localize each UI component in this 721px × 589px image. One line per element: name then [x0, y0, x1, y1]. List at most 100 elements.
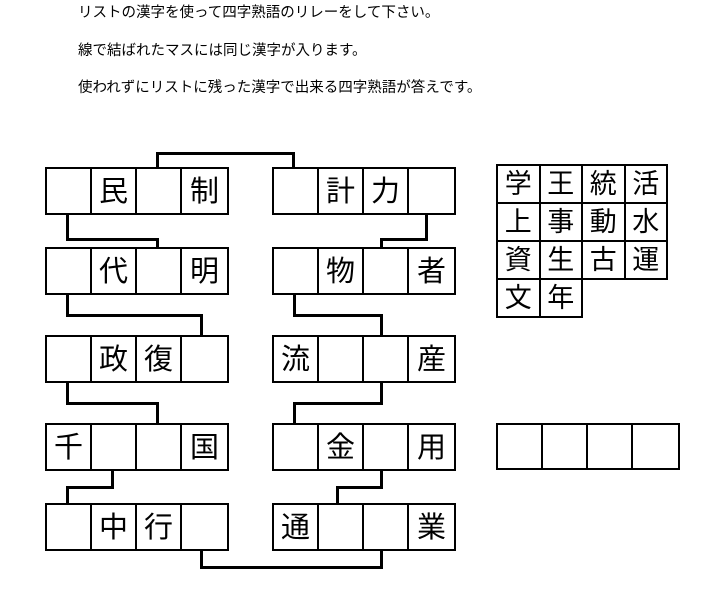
kanji-list-row-4: 文 年 [498, 280, 668, 318]
answer-cell-2[interactable] [543, 425, 588, 468]
connector-r4c3-down [380, 467, 383, 489]
connector-r2c3-up [380, 238, 383, 247]
right-r5-c4[interactable]: 業 [409, 505, 454, 549]
kanji-list-r4-c2[interactable]: 年 [540, 280, 584, 318]
kanji-list-r3-c2[interactable]: 生 [540, 242, 583, 280]
left-r2-c2[interactable]: 代 [92, 249, 137, 293]
kanji-list-r3-c3[interactable]: 古 [583, 242, 626, 280]
right-r4-c4[interactable]: 用 [409, 425, 454, 469]
right-grid-row-3: 流 産 [272, 335, 456, 383]
right-r1-c2[interactable]: 計 [319, 169, 364, 213]
connector-l5c1-up [66, 486, 69, 503]
right-r5-c2[interactable] [319, 505, 364, 549]
left-r4-c1[interactable]: 千 [47, 425, 92, 469]
right-r1-c3[interactable]: 力 [364, 169, 409, 213]
kanji-list-r3-c1[interactable]: 資 [498, 242, 541, 280]
connector-right1cell1-up [292, 152, 295, 167]
connector-r2c1-down [293, 291, 296, 317]
connector-r4c3-across [336, 486, 383, 489]
left-grid-row-5: 中 行 [45, 503, 229, 551]
right-r1-c1[interactable] [274, 169, 319, 213]
connector-l4c3-up [156, 402, 159, 423]
left-r3-c4[interactable] [182, 337, 227, 381]
answer-cell-1[interactable] [498, 425, 543, 468]
connector-r5c3-down [380, 547, 383, 569]
answer-cell-3[interactable] [588, 425, 633, 468]
right-grid-row-4: 金 用 [272, 423, 456, 471]
kanji-list-r2-c1[interactable]: 上 [498, 204, 541, 242]
instruction-line-2: 線で結ばれたマスには同じ漢字が入ります。 [78, 42, 367, 59]
right-r3-c2[interactable] [319, 337, 364, 381]
right-r4-c3[interactable] [364, 425, 409, 469]
connector-l5c4-down [200, 547, 203, 569]
kanji-list-r4-c4-empty [626, 280, 668, 318]
kanji-list-row-2: 上 事 動 水 [498, 204, 668, 242]
kanji-list-row-1: 学 王 統 活 [498, 166, 668, 204]
left-r2-c4[interactable]: 明 [182, 249, 227, 293]
instruction-line-1: リストの漢字を使って四字熟語のリレーをして下さい。 [78, 5, 440, 21]
right-r2-c3[interactable] [364, 249, 409, 293]
answer-box [496, 423, 680, 470]
left-r3-c2[interactable]: 政 [92, 337, 137, 381]
left-r1-c1[interactable] [47, 169, 92, 213]
right-r2-c1[interactable] [274, 249, 319, 293]
kanji-list-r2-c3[interactable]: 動 [583, 204, 626, 242]
right-grid-row-2: 物 者 [272, 247, 456, 295]
right-r4-c2[interactable]: 金 [319, 425, 364, 469]
kanji-list-r4-c1[interactable]: 文 [498, 280, 541, 318]
kanji-list-box: 学 王 統 活 上 事 動 水 資 生 古 運 文 年 [496, 164, 668, 318]
connector-top-horizontal [156, 152, 295, 155]
left-r4-c2[interactable] [92, 425, 137, 469]
connector-l3c1-across [66, 402, 159, 405]
kanji-list-r1-c2[interactable]: 王 [540, 166, 583, 204]
right-r3-c1[interactable]: 流 [274, 337, 319, 381]
kanji-list-r1-c3[interactable]: 統 [583, 166, 626, 204]
connector-l2c1-across [66, 314, 203, 317]
kanji-list-r1-c4[interactable]: 活 [625, 166, 668, 204]
left-r5-c2[interactable]: 中 [92, 505, 137, 549]
right-r2-c4[interactable]: 者 [409, 249, 454, 293]
connector-l4c2-down [111, 467, 114, 489]
right-r4-c1[interactable] [274, 425, 319, 469]
right-grid-row-5: 通 業 [272, 503, 456, 551]
left-r1-c3[interactable] [137, 169, 182, 213]
right-r3-c4[interactable]: 産 [409, 337, 454, 381]
kanji-list-r2-c2[interactable]: 事 [540, 204, 583, 242]
connector-r3c3-down [380, 379, 383, 405]
connector-r1c4-down [425, 211, 428, 241]
left-r3-c1[interactable] [47, 337, 92, 381]
connector-r3c3-up [380, 314, 383, 335]
left-r3-c3[interactable]: 復 [137, 337, 182, 381]
left-r4-c3[interactable] [137, 425, 182, 469]
kanji-list-r3-c4[interactable]: 運 [625, 242, 668, 280]
right-r1-c4[interactable] [409, 169, 454, 213]
right-r2-c2[interactable]: 物 [319, 249, 364, 293]
right-r5-c1[interactable]: 通 [274, 505, 319, 549]
connector-l1c1-across [66, 238, 159, 241]
connector-r2c1-across [293, 314, 383, 317]
left-r2-c1[interactable] [47, 249, 92, 293]
connector-bottom-horizontal [200, 566, 383, 569]
left-r5-c4[interactable] [182, 505, 227, 549]
left-r5-c3[interactable]: 行 [137, 505, 182, 549]
left-grid-row-4: 千 国 [45, 423, 229, 471]
left-r5-c1[interactable] [47, 505, 92, 549]
answer-cell-4[interactable] [633, 425, 678, 468]
connector-l3c4-up [200, 314, 203, 335]
connector-left1cell3-up [156, 152, 159, 167]
left-r1-c4[interactable]: 制 [182, 169, 227, 213]
right-r3-c3[interactable] [364, 337, 409, 381]
right-grid-row-1: 計 力 [272, 167, 456, 215]
connector-r4c1-up [293, 402, 296, 423]
kanji-list-r2-c4[interactable]: 水 [625, 204, 668, 242]
left-r1-c2[interactable]: 民 [92, 169, 137, 213]
kanji-list-r1-c1[interactable]: 学 [498, 166, 541, 204]
connector-l3c1-down [66, 379, 69, 405]
right-r5-c3[interactable] [364, 505, 409, 549]
kanji-list-row-3: 資 生 古 運 [498, 242, 668, 280]
left-grid-row-1: 民 制 [45, 167, 229, 215]
left-r2-c3[interactable] [137, 249, 182, 293]
left-r4-c4[interactable]: 国 [182, 425, 227, 469]
left-grid-row-3: 政 復 [45, 335, 229, 383]
